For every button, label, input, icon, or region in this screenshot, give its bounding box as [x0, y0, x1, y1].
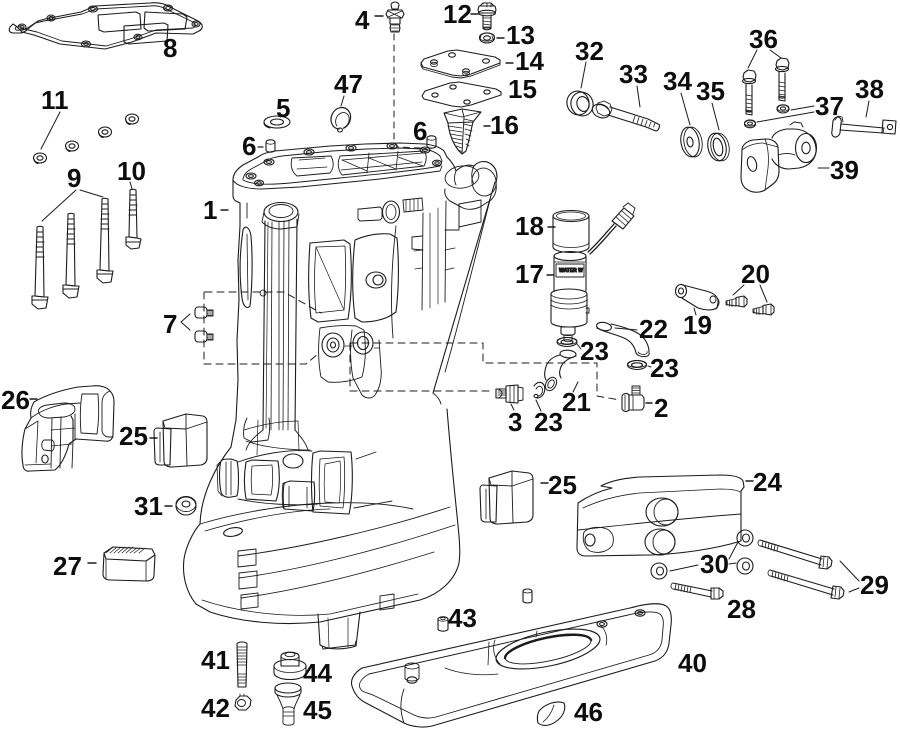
svg-text:33: 33: [619, 59, 648, 89]
svg-text:26: 26: [1, 385, 30, 415]
svg-text:43: 43: [448, 603, 477, 633]
svg-text:45: 45: [303, 695, 332, 725]
svg-text:31: 31: [134, 491, 163, 521]
svg-text:1: 1: [203, 195, 217, 225]
svg-text:42: 42: [201, 693, 230, 723]
svg-text:41: 41: [201, 645, 230, 675]
svg-text:WATER W: WATER W: [559, 268, 583, 274]
svg-text:44: 44: [303, 658, 332, 688]
svg-text:27: 27: [53, 551, 82, 581]
svg-text:28: 28: [727, 594, 756, 624]
svg-text:38: 38: [855, 74, 884, 104]
svg-text:46: 46: [574, 697, 603, 727]
svg-text:13: 13: [506, 20, 535, 50]
svg-text:23: 23: [580, 336, 609, 366]
svg-text:37: 37: [815, 91, 844, 121]
svg-text:30: 30: [700, 549, 729, 579]
svg-text:17: 17: [515, 259, 544, 289]
svg-text:15: 15: [508, 74, 537, 104]
svg-text:34: 34: [663, 66, 692, 96]
svg-text:23: 23: [534, 407, 563, 437]
svg-text:9: 9: [67, 163, 81, 193]
svg-text:25: 25: [119, 421, 148, 451]
svg-text:3: 3: [508, 407, 522, 437]
svg-text:29: 29: [860, 570, 889, 600]
svg-text:22: 22: [639, 314, 668, 344]
svg-text:36: 36: [749, 24, 778, 54]
svg-text:2: 2: [654, 393, 668, 423]
svg-text:16: 16: [490, 110, 519, 140]
svg-text:8: 8: [163, 33, 177, 63]
svg-text:6: 6: [242, 131, 256, 161]
svg-text:20: 20: [741, 259, 770, 289]
svg-text:35: 35: [696, 76, 725, 106]
svg-text:24: 24: [753, 467, 782, 497]
svg-text:7: 7: [163, 309, 177, 339]
svg-text:32: 32: [575, 36, 604, 66]
svg-text:18: 18: [515, 211, 544, 241]
svg-text:47: 47: [334, 69, 363, 99]
svg-text:12: 12: [443, 0, 472, 29]
svg-text:23: 23: [650, 353, 679, 383]
svg-text:10: 10: [117, 156, 146, 186]
svg-text:25: 25: [548, 470, 577, 500]
svg-text:4: 4: [355, 5, 370, 35]
svg-text:40: 40: [678, 648, 707, 678]
svg-text:6: 6: [413, 116, 427, 146]
svg-text:39: 39: [830, 155, 859, 185]
svg-text:11: 11: [41, 85, 69, 115]
svg-text:19: 19: [683, 310, 712, 340]
svg-text:21: 21: [562, 387, 591, 417]
svg-text:5: 5: [276, 93, 290, 123]
svg-text:14: 14: [515, 46, 544, 76]
